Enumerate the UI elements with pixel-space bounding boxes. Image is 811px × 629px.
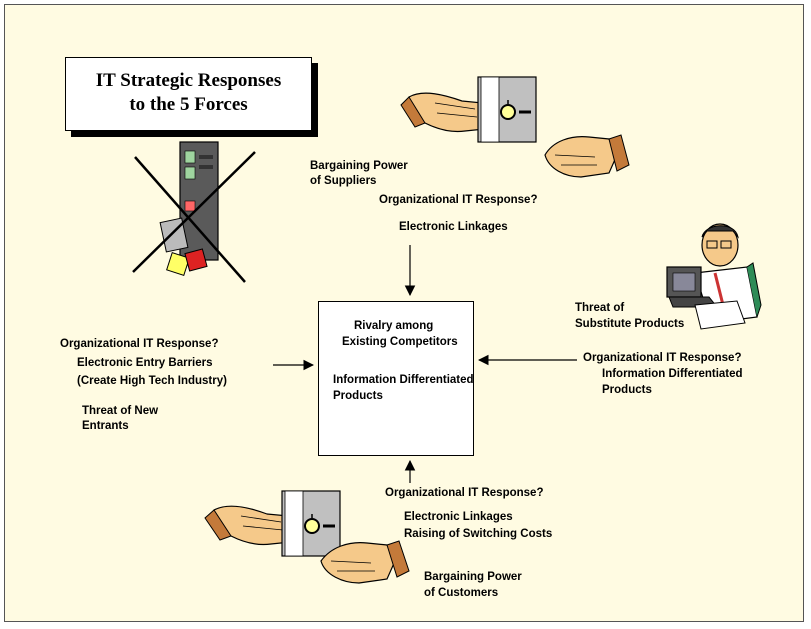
customers-response-question: Organizational IT Response?: [385, 487, 544, 499]
suppliers-force-line-1: Bargaining Power: [310, 160, 408, 172]
rivalry-label-line-2: Existing Competitors: [342, 336, 458, 348]
title-line-1: IT Strategic Responses: [95, 70, 282, 91]
rivalry-response-line-1: Information Differentiated: [333, 374, 474, 386]
slide-canvas: IT Strategic Responses to the 5 Forces R…: [4, 4, 804, 622]
rivalry-response-line-2: Products: [333, 390, 383, 402]
title-box: IT Strategic Responses to the 5 Forces: [65, 57, 312, 131]
customers-force-line-1: Bargaining Power: [424, 571, 522, 583]
title-line-2: to the 5 Forces: [129, 94, 248, 115]
crossed-out-server-icon: [132, 141, 256, 283]
rivalry-box: [318, 301, 474, 456]
substitutes-force-line-1: Threat of: [575, 302, 625, 314]
suppliers-response-question: Organizational IT Response?: [379, 194, 538, 206]
new-entrants-response-line-1: Electronic Entry Barriers: [77, 357, 213, 369]
new-entrants-response-question: Organizational IT Response?: [60, 338, 219, 350]
substitutes-force-line-2: Substitute Products: [575, 318, 685, 330]
giving-hand-icon-bottom: [204, 505, 292, 546]
substitutes-response-question: Organizational IT Response?: [583, 352, 742, 364]
customers-force-line-2: of Customers: [424, 587, 499, 599]
customers-response-line-2: Raising of Switching Costs: [404, 528, 553, 540]
substitutes-response-line-2: Products: [602, 384, 652, 396]
person-at-computer-icon: [666, 223, 762, 330]
receiving-hand-icon: [544, 134, 630, 178]
receiving-hand-icon-bottom: [320, 540, 410, 584]
customers-response-line-1: Electronic Linkages: [404, 511, 513, 523]
new-entrants-force-line-2: Entrants: [82, 420, 129, 432]
floppy-disk-icon-bottom: [281, 490, 341, 557]
rivalry-label-line-1: Rivalry among: [354, 320, 434, 332]
diagram-graphics: [132, 76, 762, 584]
new-entrants-force-line-1: Threat of New: [82, 405, 159, 417]
new-entrants-response-line-2: (Create High Tech Industry): [77, 375, 227, 387]
suppliers-response: Electronic Linkages: [399, 221, 508, 233]
giving-hand-icon: [400, 92, 486, 133]
substitutes-response-line-1: Information Differentiated: [602, 368, 743, 380]
floppy-disk-icon: [477, 76, 537, 143]
suppliers-force-line-2: of Suppliers: [310, 175, 377, 187]
